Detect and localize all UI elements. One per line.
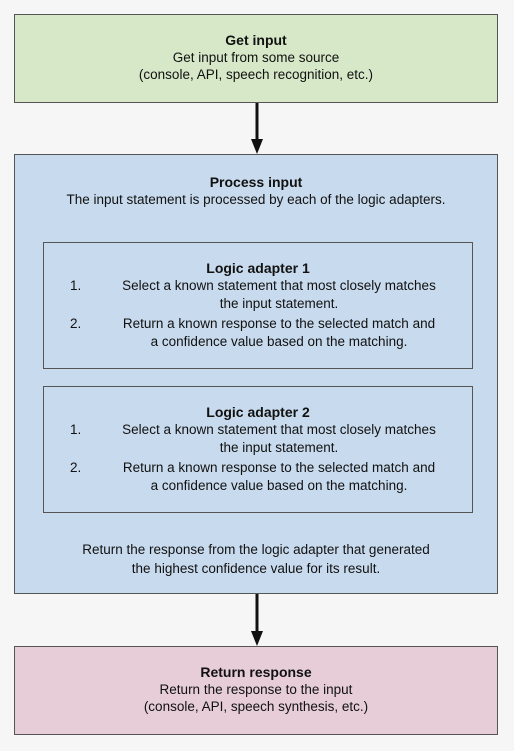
return-response-box: Return response Return the response to t… — [14, 646, 498, 735]
step-number: 1. — [70, 278, 82, 293]
logic-adapter-1-title: Logic adapter 1 — [206, 260, 310, 276]
step-line: Return a known response to the selected … — [122, 460, 436, 475]
return-response-line1: Return the response to the input — [159, 682, 353, 697]
arrow-down-icon — [251, 594, 263, 646]
logic-adapter-1-box: Logic adapter 1 1. Select a known statem… — [43, 242, 473, 369]
process-input-box: Process input The input statement is pro… — [14, 154, 498, 594]
footer-line1: Return the response from the logic adapt… — [82, 542, 430, 557]
process-input-title: Process input — [209, 174, 303, 190]
process-input-description: The input statement is processed by each… — [66, 192, 446, 207]
step-line: a confidence value based on the matching… — [150, 477, 408, 493]
get-input-line2: (console, API, speech recognition, etc.) — [138, 67, 374, 82]
arrow-down-icon — [251, 103, 263, 154]
list-item: 1. Select a known statement that most cl… — [44, 421, 472, 456]
logic-adapter-1-steps: 1. Select a known statement that most cl… — [44, 277, 472, 350]
logic-adapter-2-box: Logic adapter 2 1. Select a known statem… — [43, 386, 473, 513]
list-item: 2. Return a known response to the select… — [44, 459, 472, 494]
step-line: the input statement. — [219, 439, 339, 455]
logic-adapter-2-steps: 1. Select a known statement that most cl… — [44, 421, 472, 494]
step-line: Return a known response to the selected … — [122, 316, 436, 331]
step-line: Select a known statement that most close… — [122, 422, 436, 437]
list-item: 1. Select a known statement that most cl… — [44, 277, 472, 312]
get-input-line1: Get input from some source — [172, 50, 340, 65]
list-item: 2. Return a known response to the select… — [44, 315, 472, 350]
get-input-title: Get input — [225, 32, 287, 48]
step-line: the input statement. — [219, 295, 339, 311]
step-number: 2. — [70, 460, 82, 475]
get-input-box: Get input Get input from some source (co… — [14, 14, 498, 103]
step-number: 2. — [70, 316, 82, 331]
logic-adapter-2-title: Logic adapter 2 — [206, 404, 310, 420]
return-response-line2: (console, API, speech synthesis, etc.) — [143, 699, 369, 714]
return-response-title: Return response — [200, 664, 312, 680]
step-number: 1. — [70, 422, 82, 437]
step-line: Select a known statement that most close… — [122, 278, 436, 293]
footer-line2: the highest confidence value for its res… — [131, 561, 381, 576]
process-input-footer: Return the response from the logic adapt… — [15, 540, 497, 578]
step-line: a confidence value based on the matching… — [150, 333, 408, 349]
